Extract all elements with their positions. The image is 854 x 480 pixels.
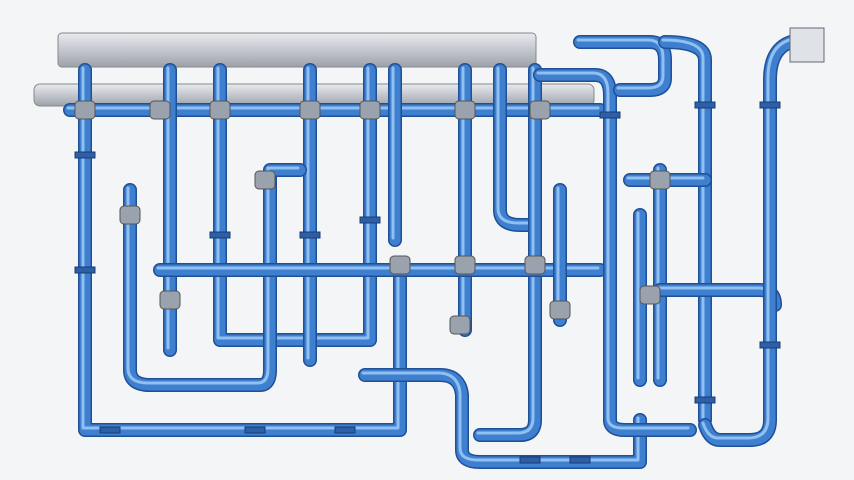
pipe-segment <box>79 64 406 436</box>
pipe-network <box>63 33 812 469</box>
valve-icon <box>209 100 231 120</box>
pipe-segment <box>661 38 705 420</box>
valve-icon <box>454 255 476 275</box>
valve-icon <box>449 315 471 335</box>
valve-icon <box>649 170 671 190</box>
pipe-segment <box>496 66 535 225</box>
valve-icon <box>529 100 551 120</box>
flange-icon <box>299 231 321 239</box>
pipe-segment <box>216 66 370 340</box>
pipe-segment <box>81 66 400 430</box>
pipe-segment <box>536 71 690 430</box>
pipe-segment <box>574 36 671 96</box>
valve-icon <box>524 255 546 275</box>
pipe-segment <box>361 371 640 462</box>
pipe-segment <box>474 64 541 441</box>
valve-icon <box>359 100 381 120</box>
fittings <box>74 27 825 464</box>
flange-icon <box>99 426 121 434</box>
flange-icon <box>334 426 356 434</box>
pipe-segment <box>658 35 712 427</box>
flange-icon <box>599 111 621 119</box>
gauge-icon <box>789 27 825 63</box>
flange-icon <box>244 426 266 434</box>
flange-icon <box>519 456 541 464</box>
flange-icon <box>359 216 381 224</box>
pipe-segment <box>576 38 665 90</box>
flange-icon <box>74 151 96 159</box>
pipe-segment <box>699 34 811 446</box>
flange-icon <box>694 101 716 109</box>
valve-icon <box>74 100 96 120</box>
flange-icon <box>569 456 591 464</box>
valve-icon <box>149 100 171 120</box>
flange-icon <box>759 101 781 109</box>
pipe-segment <box>573 35 672 97</box>
valve-icon <box>639 285 661 305</box>
flange-icon <box>694 396 716 404</box>
pipe-segment <box>654 284 781 311</box>
valve-icon <box>254 170 276 190</box>
flange-icon <box>74 266 96 274</box>
valve-icon <box>389 255 411 275</box>
top-header-pipe <box>57 32 537 68</box>
valve-icon <box>119 205 141 225</box>
pipe-segment <box>698 33 812 447</box>
pipe-segment <box>214 64 376 346</box>
valve-icon <box>159 290 181 310</box>
valve-icon <box>299 100 321 120</box>
valve-icon <box>454 100 476 120</box>
flange-icon <box>759 341 781 349</box>
flange-icon <box>209 231 231 239</box>
pipe-segment <box>476 66 535 435</box>
pipe-segment <box>701 36 805 440</box>
pipe-segment <box>126 166 300 385</box>
valve-icon <box>549 300 571 320</box>
pipe-segment <box>473 63 542 442</box>
